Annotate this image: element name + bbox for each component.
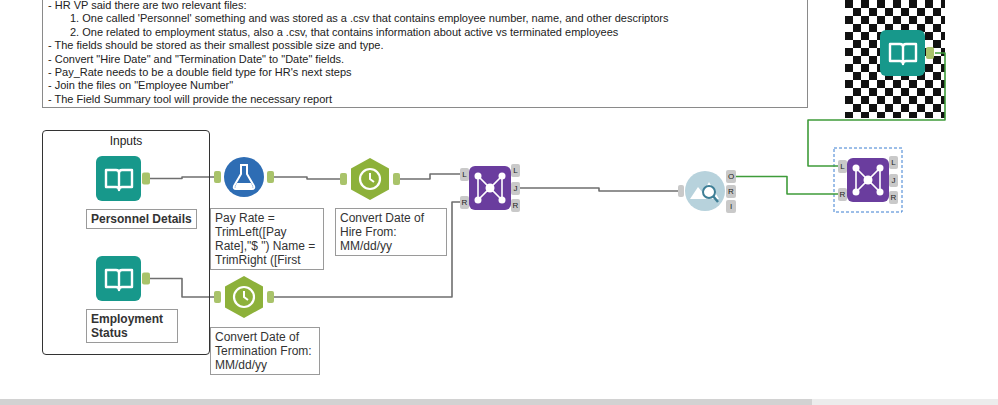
connection-line — [736, 177, 838, 195]
tool-icon — [96, 156, 150, 201]
note-line: - The fields should be stored as their s… — [48, 39, 802, 52]
formula-tool: Pay Rate = TrimLeft([Pay Rate],"$ ") Nam… — [214, 155, 274, 199]
field-summary-tool: ORI — [678, 168, 736, 214]
datetime-tool: Convert Date of Termination From: MM/dd/… — [214, 275, 274, 319]
datetime-tool: Convert Date of Hire From: MM/dd/yy — [340, 157, 400, 201]
tool-label: Employment Status — [86, 309, 178, 343]
connection-line — [150, 177, 214, 179]
note-line: - The Field Summary tool will provide th… — [48, 93, 802, 106]
container-title: Inputs — [43, 134, 209, 148]
scrollbar-track — [0, 399, 998, 405]
scrollbar-thumb — [0, 399, 812, 405]
note-line: 1. One called 'Personnel' something and … — [48, 12, 802, 25]
tool-icon — [880, 30, 935, 76]
anchor-letter: L — [511, 164, 520, 177]
anchor-letter: J — [889, 174, 898, 187]
tool-icon — [214, 155, 274, 199]
input-tool: Employment Status — [96, 256, 150, 301]
note-line: 2. One related to employment status, als… — [48, 26, 802, 39]
note-box: - HR VP said there are two relevant file… — [42, 0, 808, 108]
anchor-letter: J — [511, 182, 520, 195]
connection-line — [150, 279, 214, 298]
tool-label: Personnel Details — [86, 209, 197, 229]
anchor-letter: L — [889, 156, 898, 169]
anchor-letter: R — [838, 188, 847, 201]
tool-icon — [96, 256, 150, 301]
connection-line — [520, 188, 678, 191]
connection-line — [400, 174, 460, 179]
annotation-box: Pay Rate = TrimLeft([Pay Rate],"$ ") Nam… — [210, 208, 324, 270]
connection-line — [274, 177, 340, 179]
input-tool: Personnel Details — [96, 156, 150, 201]
anchor-letter: L — [460, 168, 469, 181]
note-line: - Pay_Rate needs to be a double field ty… — [48, 66, 802, 79]
container-box: InputsPersonnel DetailsEmployment Status — [42, 130, 210, 355]
anchor-letter: I — [726, 200, 736, 213]
anchor-letter: R — [460, 196, 469, 209]
join-tool: LRLJR — [460, 160, 520, 216]
anchor-letter: O — [726, 170, 736, 183]
note-line: - Convert "Hire Date" and "Termination D… — [48, 53, 802, 66]
checker-image — [845, 0, 945, 118]
tool-icon — [340, 157, 400, 201]
anchor-letter: R — [726, 185, 736, 198]
input-tool — [880, 30, 935, 76]
note-line: - Join the files on "Employee Number" — [48, 79, 802, 92]
selection-frame — [834, 148, 902, 212]
annotation-box: Convert Date of Hire From: MM/dd/yy — [335, 208, 447, 256]
note-line: - HR VP said there are two relevant file… — [48, 0, 802, 12]
anchor-letter: L — [838, 160, 847, 173]
anchor-letter: R — [889, 191, 898, 204]
tool-icon — [214, 275, 274, 319]
annotation-box: Convert Date of Termination From: MM/dd/… — [210, 327, 320, 375]
anchor-letter: R — [511, 199, 520, 212]
join-tool: LRLJR — [838, 152, 898, 208]
